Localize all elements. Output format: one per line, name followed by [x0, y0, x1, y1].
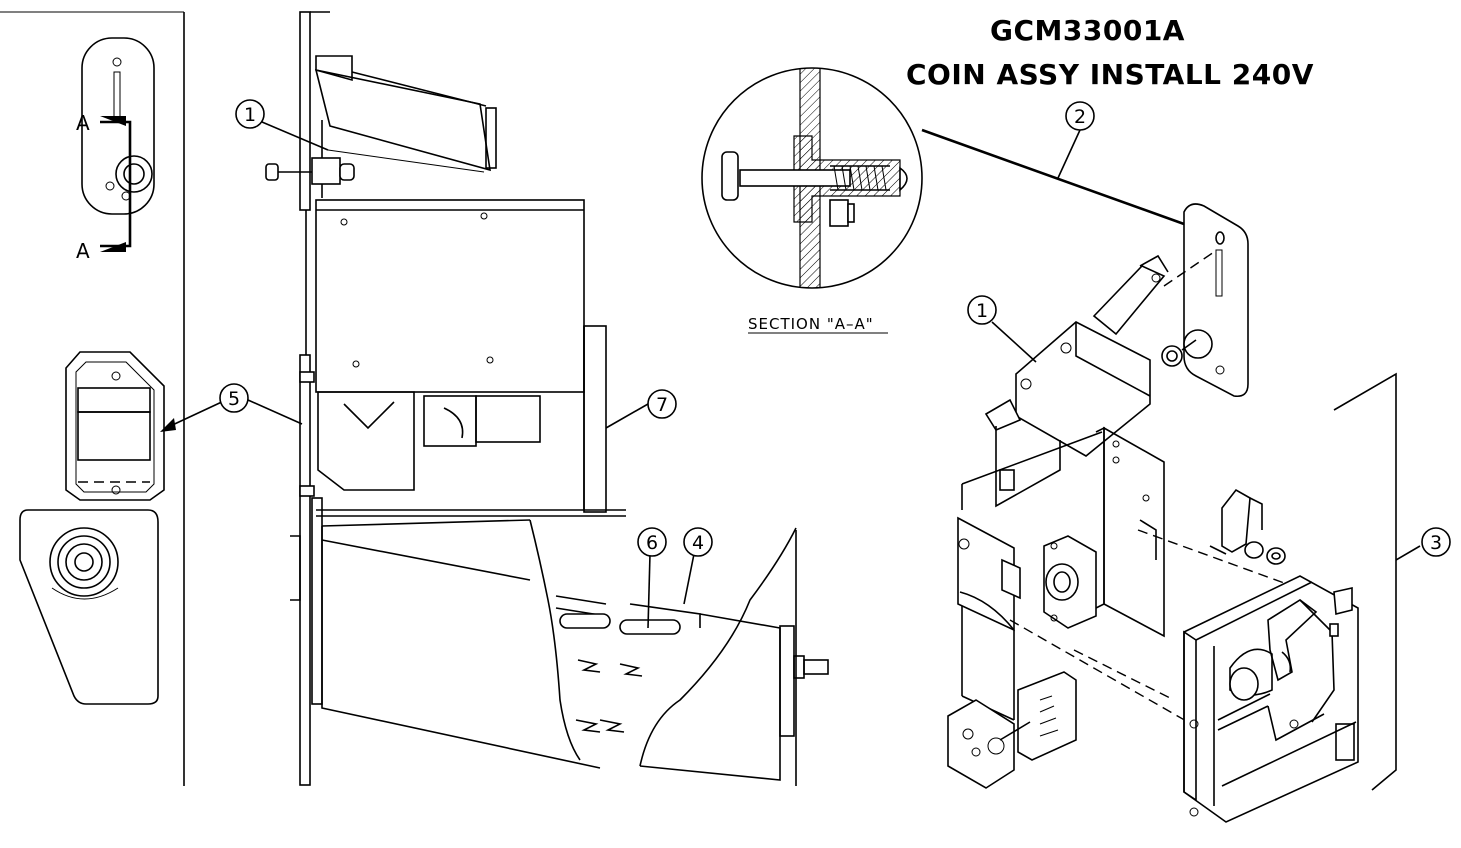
callout-1-exploded: 1 — [967, 295, 997, 325]
side-view — [265, 11, 829, 786]
callout-label: 1 — [976, 300, 988, 322]
section-caption: SECTION "A–A" — [748, 315, 874, 333]
callout-6: 6 — [637, 527, 667, 557]
assembly-description-title: COIN ASSY INSTALL 240V — [906, 58, 1314, 91]
callout-4: 4 — [683, 527, 713, 557]
callout-5: 5 — [219, 383, 249, 413]
callout-label: 3 — [1430, 532, 1442, 554]
front-view: A A — [0, 11, 185, 786]
callout-7: 7 — [647, 389, 677, 419]
callout-1-side: 1 — [235, 99, 265, 129]
section-marker-lower: A — [76, 239, 90, 263]
section-detail: SECTION "A–A" — [701, 67, 923, 334]
callout-3: 3 — [1421, 527, 1451, 557]
callout-label: 7 — [656, 394, 668, 416]
callout-label: 6 — [646, 532, 658, 554]
callout-label: 5 — [228, 388, 240, 410]
callout-label: 2 — [1074, 106, 1086, 128]
part-number-title: GCM33001A — [990, 14, 1185, 47]
exploded-view — [947, 203, 1397, 823]
callout-2: 2 — [1065, 101, 1095, 131]
section-marker-upper: A — [76, 111, 90, 135]
callout-label: 4 — [692, 532, 704, 554]
callout-label: 1 — [244, 104, 256, 126]
leader-lines — [160, 121, 1421, 629]
